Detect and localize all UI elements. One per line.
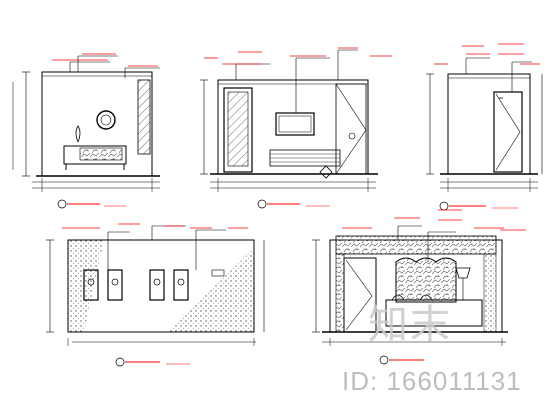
elevation-d — [46, 223, 265, 367]
elevation-e-bed — [385, 299, 483, 327]
elevation-a-wall — [41, 71, 153, 177]
elevation-a-low-cabinet — [63, 145, 127, 165]
elevation-b-feature-panel — [335, 83, 367, 175]
elevation-e-headboard — [395, 257, 457, 303]
watermark-id-label: ID: 166011131 — [342, 366, 522, 396]
elevation-c — [426, 43, 543, 211]
elevation-b-tv — [275, 112, 315, 136]
elevation-d-panels — [83, 269, 189, 301]
elevation-b — [200, 47, 392, 209]
elevation-b-door — [223, 87, 253, 173]
elevation-a-round-mirror — [96, 110, 116, 130]
elevation-a — [12, 53, 160, 209]
elevation-a-slat-panel — [137, 79, 151, 155]
elevation-e — [312, 209, 526, 365]
elevation-c-door — [493, 91, 523, 173]
watermark-brand: 知末 — [368, 302, 452, 348]
elevation-c-wall — [447, 73, 531, 175]
